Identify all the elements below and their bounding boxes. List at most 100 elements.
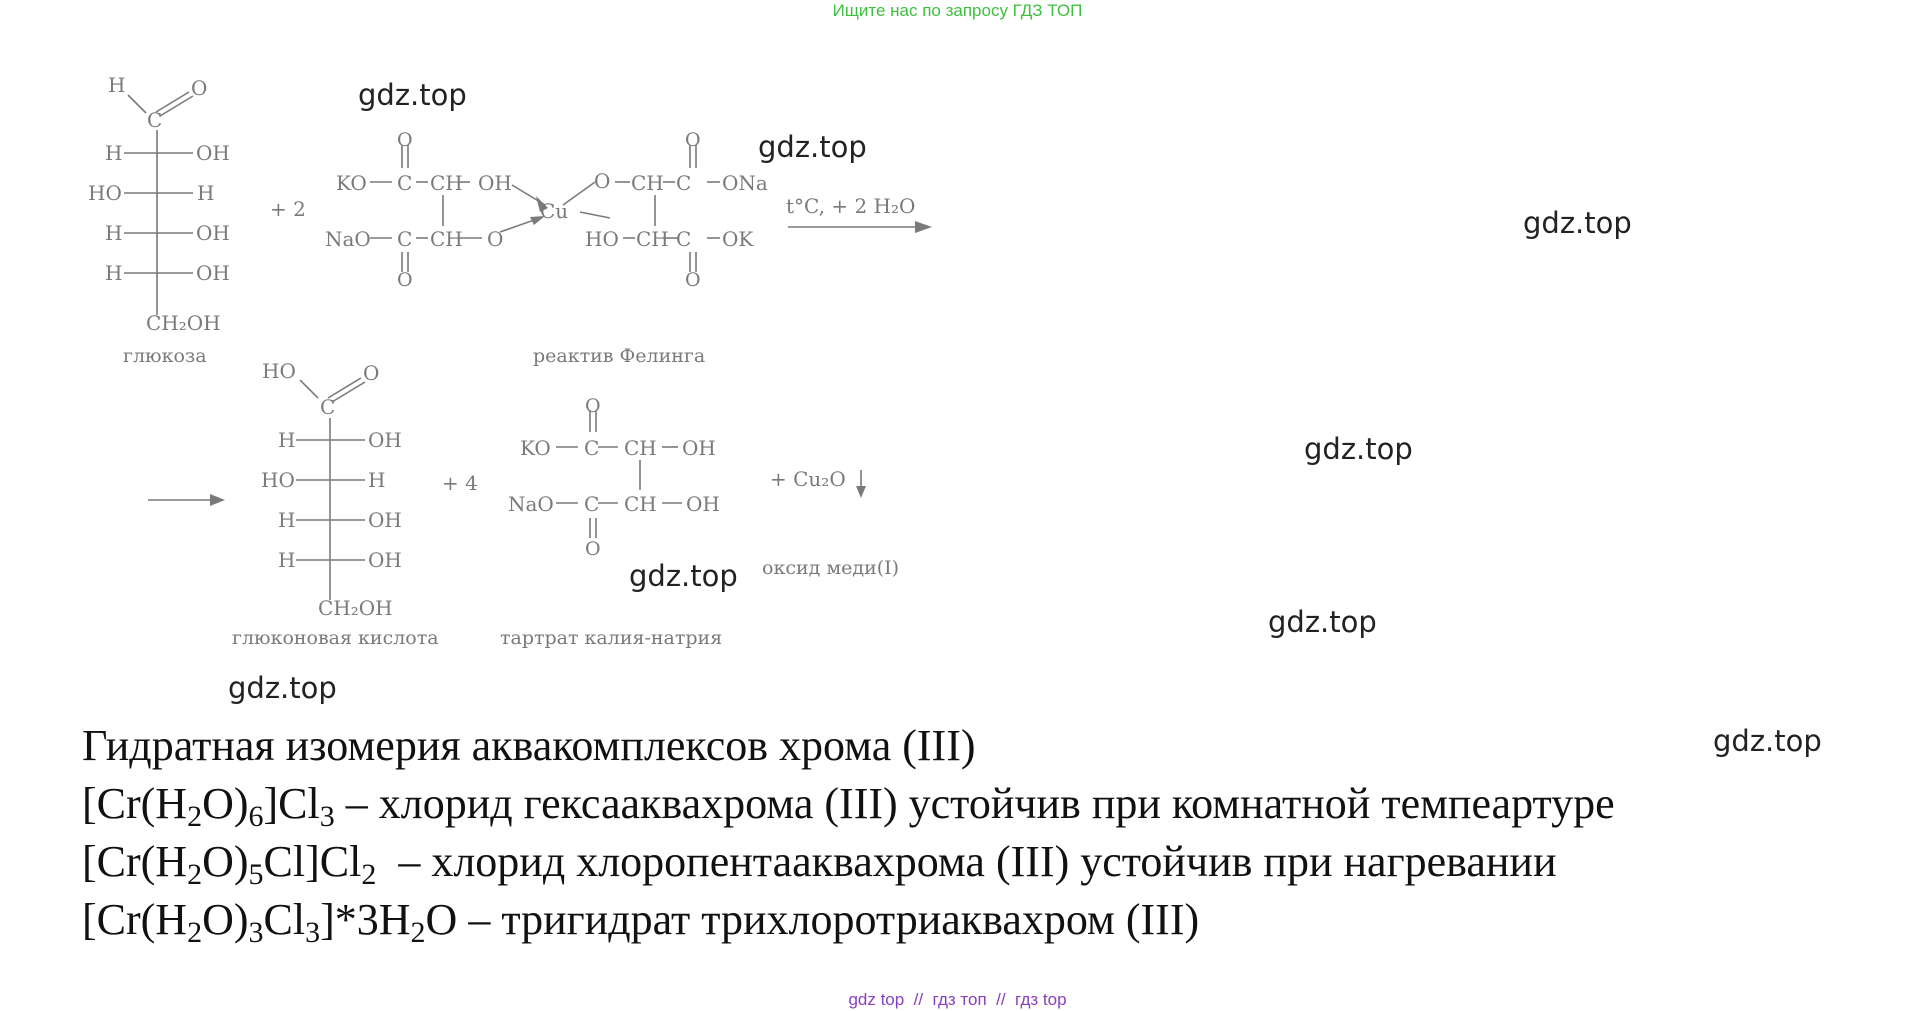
gluconic-h-3: H xyxy=(278,508,295,532)
tartrate-name: тартрат калия-натрия xyxy=(500,627,722,649)
fehling-nao: NaO xyxy=(325,227,371,251)
reaction-conditions: t°C, + 2 H₂O xyxy=(786,194,915,218)
subscript: 2 xyxy=(187,858,203,891)
watermark-3: gdz.top xyxy=(1523,206,1632,240)
top-banner[interactable]: Ищите нас по запросу ГДЗ ТОП xyxy=(832,1,1083,20)
subscript: 2 xyxy=(187,916,203,949)
tartrate-c1: C xyxy=(584,436,599,460)
tartrate-ch1: CH xyxy=(624,436,657,460)
fehling-c3: C xyxy=(676,171,691,195)
glucose-oh-3: OH xyxy=(196,221,230,245)
heading-line: Гидратная изомерия аквакомплексов хрома … xyxy=(82,721,976,770)
watermark-5: gdz.top xyxy=(629,559,738,593)
formula-line-2: [Cr(H2O)5Cl]Cl2 – хлорид хлоропентааквах… xyxy=(82,833,1615,891)
formula-line-3: [Cr(H2O)3Cl3]*3H2O – тригидрат трихлорот… xyxy=(82,891,1615,949)
description: – хлорид хлоропентааквахрома (III) устой… xyxy=(376,837,1557,886)
formula-part: O) xyxy=(202,779,249,828)
tartrate-oh2: OH xyxy=(686,492,720,516)
description: – хлорид гексаакваxрома (III) устойчив п… xyxy=(334,779,1615,828)
tartrate-oh1: OH xyxy=(682,436,716,460)
watermark-6: gdz.top xyxy=(1268,605,1377,639)
fehling-c4: C xyxy=(676,227,691,251)
formula-line-1: [Cr(H2O)6]Cl3 – хлорид гексаакваxрома (I… xyxy=(82,775,1615,833)
tartrate-c2: C xyxy=(584,492,599,516)
watermark-8: gdz.top xyxy=(1713,724,1822,758)
cu2o-product: + Cu₂O xyxy=(770,467,846,491)
fehling-ch4: CH xyxy=(636,227,669,251)
gluconic-ho-2: HO xyxy=(261,468,295,492)
gluconic-oh-4: OH xyxy=(368,548,402,572)
gluconic-o-top: O xyxy=(363,361,379,385)
formula-part: O) xyxy=(202,895,249,944)
formula-part: [Cr(H xyxy=(82,837,188,886)
glucose-h-3: H xyxy=(105,221,122,245)
gluconic-h-1: H xyxy=(278,428,295,452)
watermark-1: gdz.top xyxy=(358,78,467,112)
watermark-7: gdz.top xyxy=(228,671,337,705)
gluconic-h-2: H xyxy=(368,468,385,492)
glucose-h-4: H xyxy=(105,261,122,285)
fehling-ch3: CH xyxy=(631,171,664,195)
fehling-ona: ONa xyxy=(722,171,768,195)
glucose-ho-2: HO xyxy=(88,181,122,205)
gluconic-oh-3: OH xyxy=(368,508,402,532)
glucose-o-top: O xyxy=(191,76,207,100)
gluconic-ch2oh: CH₂OH xyxy=(318,596,393,620)
subscript: 3 xyxy=(305,916,321,949)
fehling-o-right-link: O xyxy=(594,169,610,193)
plus-four: + 4 xyxy=(442,471,478,495)
isomerism-text: Гидратная изомерия аквакомплексов хрома … xyxy=(82,717,1615,949)
subscript: 3 xyxy=(319,800,335,833)
fehling-ch1: CH xyxy=(430,171,463,195)
tartrate-nao: NaO xyxy=(508,492,554,516)
fehling-c2: C xyxy=(397,227,412,251)
gluconic-name: глюконовая кислота xyxy=(232,627,439,649)
subscript: 3 xyxy=(248,916,264,949)
plus-two: + 2 xyxy=(270,197,306,221)
glucose-h-2: H xyxy=(197,181,214,205)
gluconic-c: C xyxy=(320,395,335,419)
formula-part: ]*3H xyxy=(320,895,411,944)
watermark-4: gdz.top xyxy=(1304,432,1413,466)
glucose-c: C xyxy=(147,108,162,132)
fehling-name: реактив Фелинга xyxy=(533,345,705,367)
watermark-2: gdz.top xyxy=(758,130,867,164)
tartrate-ch2: CH xyxy=(624,492,657,516)
fehling-o-bottom-left: O xyxy=(397,269,413,291)
glucose-oh-1: OH xyxy=(196,141,230,165)
fehling-ho: HO xyxy=(585,227,619,251)
formula-part: ]Cl xyxy=(263,779,320,828)
tartrate-o-bottom: O xyxy=(585,538,601,560)
formula-part: [Cr(H xyxy=(82,779,188,828)
glucose-oh-4: OH xyxy=(196,261,230,285)
fehling-cu: Cu xyxy=(540,199,568,223)
glucose-h-1: H xyxy=(105,141,122,165)
fehling-ok: OK xyxy=(722,227,754,251)
formula-part: Cl]Cl xyxy=(263,837,362,886)
fehling-o-top-left: O xyxy=(397,129,413,151)
formula-part: [Cr(H xyxy=(82,895,188,944)
description: O – тригидрат трихлоротриаквахром (III) xyxy=(425,895,1200,944)
formula-part: O) xyxy=(202,837,249,886)
gluconic-ho-top: HO xyxy=(262,359,296,383)
subscript: 6 xyxy=(248,800,264,833)
fehling-ch2: CH xyxy=(430,227,463,251)
reaction-scheme: H O C H OH HO H H OH H OH CH₂OH глюкоза … xyxy=(88,73,932,649)
fehling-oh-link: OH xyxy=(478,171,512,195)
subscript: 2 xyxy=(361,858,377,891)
glucose-name: глюкоза xyxy=(123,345,207,367)
subscript: 2 xyxy=(187,800,203,833)
formula-part: Cl xyxy=(263,895,306,944)
glucose-ch2oh: CH₂OH xyxy=(146,311,221,335)
glucose-h-top: H xyxy=(108,73,125,97)
fehling-o-top-right: O xyxy=(685,129,701,151)
fehling-ko: KO xyxy=(336,171,367,195)
subscript: 5 xyxy=(248,858,264,891)
subscript: 2 xyxy=(410,916,426,949)
fehling-o-link: O xyxy=(487,227,503,251)
fehling-o-bottom-right: O xyxy=(685,269,701,291)
tartrate-o-top: O xyxy=(585,395,601,417)
gluconic-h-4: H xyxy=(278,548,295,572)
cu2o-name: оксид меди(I) xyxy=(762,557,899,579)
footer-links[interactable]: gdz top // гдз топ // гдз top xyxy=(848,990,1067,1009)
